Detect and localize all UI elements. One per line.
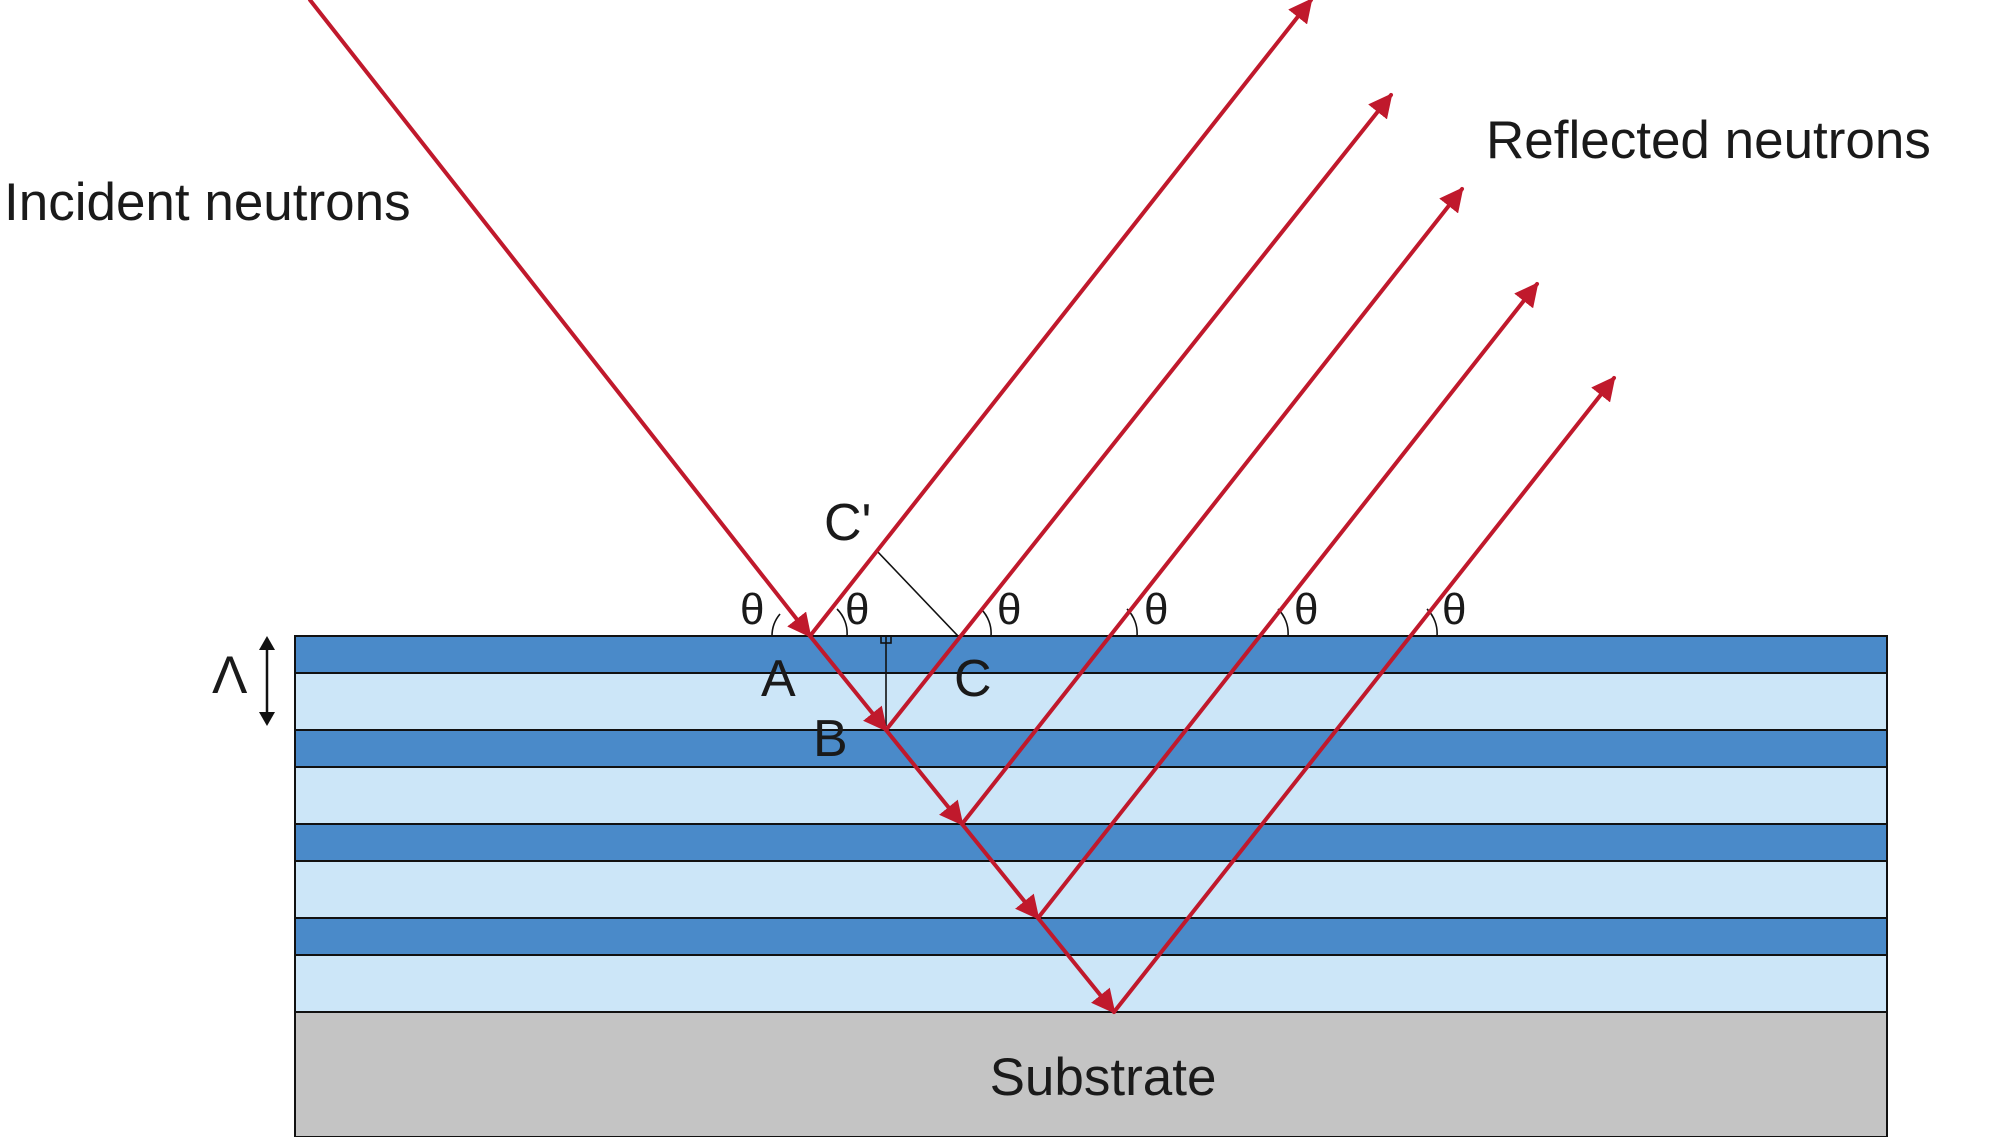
- layer-5: [294, 823, 1888, 862]
- neutron-beams: [308, 0, 1616, 1014]
- reflected-beam-1: [808, 0, 1313, 638]
- theta-label-1: θ: [845, 585, 869, 634]
- theta-label-2: θ: [997, 585, 1021, 634]
- theta-label-3: θ: [1144, 585, 1168, 634]
- reflected-neutrons-label: Reflected neutrons: [1486, 111, 1931, 170]
- multilayer-stack: [294, 635, 1888, 1137]
- substrate-label: Substrate: [990, 1048, 1217, 1107]
- reflected-beam-4: [1036, 282, 1539, 920]
- theta-label-5: θ: [1442, 585, 1466, 634]
- layer-3: [294, 729, 1888, 768]
- point-a-label: A: [761, 650, 796, 708]
- angle-arcs: [771, 608, 1438, 637]
- theta-label-incident: θ: [740, 585, 764, 634]
- angle-arc-incident: [771, 613, 781, 637]
- layer-4: [294, 766, 1888, 825]
- angle-arc-2: [980, 608, 992, 637]
- layer-8: [294, 954, 1888, 1013]
- reflected-beam-2: [884, 93, 1393, 732]
- transmitted-beam-3: [960, 822, 1040, 920]
- point-b-label: B: [813, 710, 848, 768]
- incident-beam: [308, 0, 812, 638]
- period-indicator: [259, 636, 275, 726]
- path-difference-line: [875, 549, 959, 637]
- reflected-beam-3: [960, 187, 1464, 826]
- reflected-beam-5: [1112, 376, 1616, 1014]
- layer-7: [294, 917, 1888, 956]
- transmitted-beam-2: [884, 728, 964, 826]
- period-label: Λ: [212, 646, 248, 705]
- transmitted-beam-4: [1036, 916, 1116, 1014]
- incident-neutrons-label: Incident neutrons: [4, 173, 411, 232]
- layer-6: [294, 860, 1888, 919]
- theta-label-4: θ: [1294, 585, 1318, 634]
- point-c-label: C: [954, 650, 992, 708]
- transmitted-beam-1: [808, 634, 888, 732]
- right-angle-mark: [880, 635, 892, 644]
- substrate: [294, 1011, 1888, 1137]
- point-c-prime-label: C': [824, 494, 871, 552]
- layer-1: [294, 635, 1888, 674]
- angle-arc-1: [836, 608, 848, 637]
- labels: Incident neutrons Reflected neutrons Sub…: [4, 111, 1931, 1107]
- layer-2: [294, 672, 1888, 731]
